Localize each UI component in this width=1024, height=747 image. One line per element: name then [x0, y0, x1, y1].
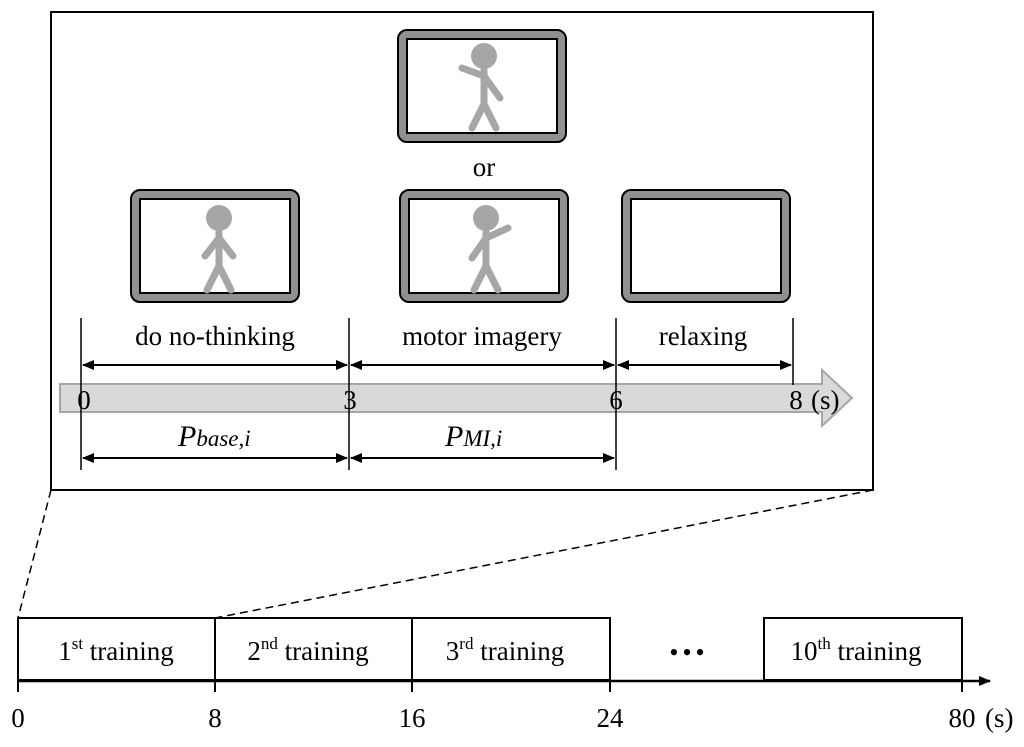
svg-text:10th training: 10th training: [791, 634, 922, 666]
svg-text:2nd training: 2nd training: [247, 634, 368, 666]
screen-motor-imagery-right: [399, 189, 569, 303]
training-block-10: 10th training: [763, 617, 963, 681]
screen-relaxing: [621, 189, 791, 303]
trial-tick-label: 6: [609, 385, 623, 415]
screen-do-no-thinking: [130, 189, 300, 303]
trial-time-arrow: [59, 367, 854, 429]
stick-figure-arm-raised-icon: [468, 205, 512, 294]
trial-tick-label: 8: [789, 385, 803, 415]
svg-text:1st training: 1st training: [58, 634, 174, 666]
or-label: or: [473, 152, 496, 182]
session-axis-ticks: [17, 681, 963, 692]
training-block-1: 1st training: [17, 617, 216, 681]
trial-tick-label: 0: [77, 385, 91, 415]
svg-text:3rd training: 3rd training: [446, 634, 564, 666]
trial-unit-label: (s): [811, 385, 840, 415]
session-tick-label: 80: [949, 703, 976, 733]
phase-label: relaxing: [659, 321, 747, 351]
stick-figure-standing-icon: [201, 205, 237, 294]
session-unit-label: (s): [985, 703, 1014, 733]
phase-label: motor imagery: [402, 321, 562, 351]
period-label-base: Pbase,i: [177, 420, 251, 453]
screen-motor-imagery-left: [397, 29, 567, 143]
phase-label: do no-thinking: [135, 321, 295, 351]
session-tick-label: 16: [399, 703, 426, 733]
session-tick-label: 24: [597, 703, 625, 733]
trial-tick-label: 3: [343, 385, 357, 415]
session-tick-label: 0: [11, 703, 25, 733]
zoom-connector-lines: [17, 489, 874, 619]
ellipsis: •••: [669, 638, 708, 667]
training-block-2: 2nd training: [214, 617, 413, 681]
period-label-mi: PMI,i: [444, 420, 502, 453]
stick-figure-arm-raised-icon: [458, 43, 504, 132]
training-block-3: 3rd training: [411, 617, 611, 681]
phase-boundaries: [80, 318, 794, 470]
session-tick-label: 8: [208, 703, 222, 733]
